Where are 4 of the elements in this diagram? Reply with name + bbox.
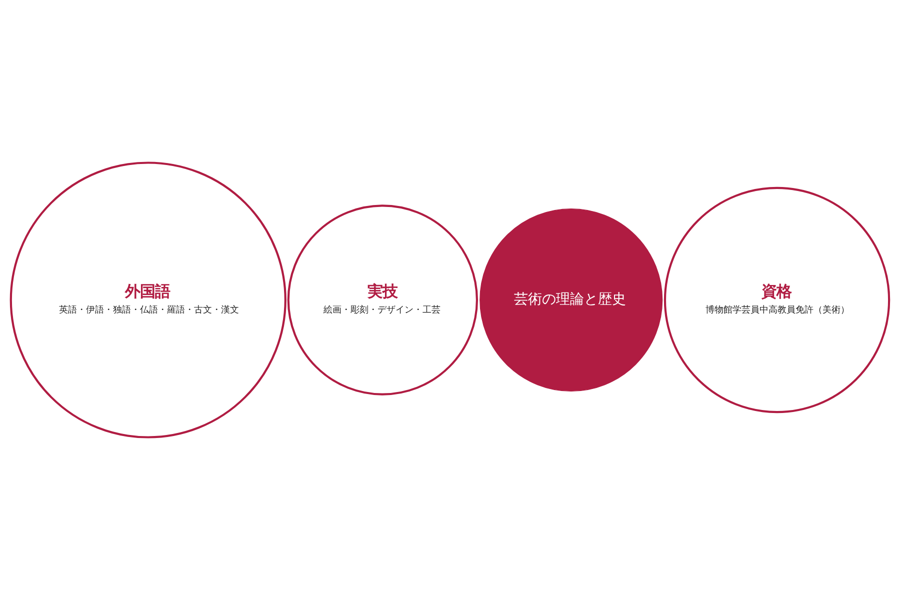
- node-circle: 芸術の理論と歴史: [480, 208, 663, 392]
- node-circle: 実技 絵画・彫刻・デザイン・工芸: [287, 204, 478, 396]
- node-circle: 外国語 英語・伊語・独語・仏語・羅語・古文・漢文: [10, 162, 286, 438]
- node-circle: 資格 博物館学芸員中高教員免許（美術）: [664, 186, 890, 414]
